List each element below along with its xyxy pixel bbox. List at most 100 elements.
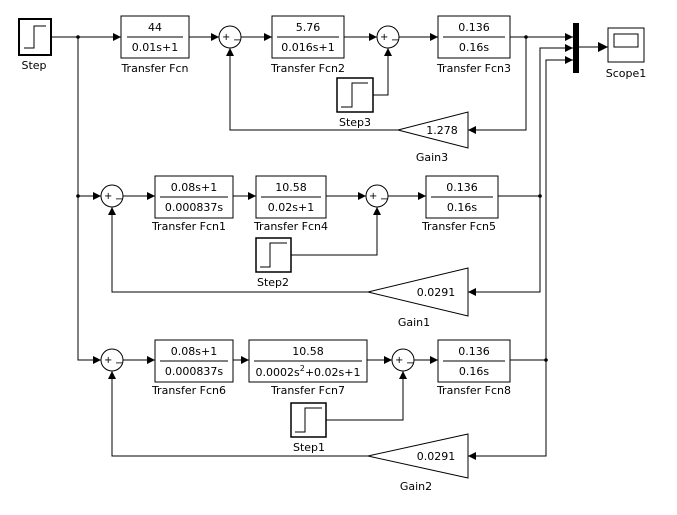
plus-sign: + (395, 355, 403, 366)
step3-label: Step3 (339, 116, 371, 129)
transfer-fcn2-numerator: 5.76 (296, 21, 321, 34)
signal-line (468, 196, 541, 296)
sum-block-2[interactable]: + − (376, 25, 400, 49)
transfer-fcn-label: Transfer Fcn (120, 62, 188, 75)
step1-box[interactable] (290, 402, 327, 438)
gain2-block[interactable]: 0.0291 (367, 433, 469, 479)
gain1-label: Gain1 (398, 316, 430, 329)
transfer-fcn7-block[interactable]: 10.58 0.0002s2+0.02s+1 (248, 339, 368, 383)
step-label: Step (21, 59, 46, 72)
signal-line (226, 48, 398, 131)
step1-block[interactable] (290, 402, 327, 438)
step-icon (260, 242, 287, 268)
junction-dot (524, 35, 528, 39)
step-icon (295, 407, 322, 433)
transfer-fcn2-block[interactable]: 5.76 0.016s+1 (271, 15, 345, 59)
gain2-label: Gain2 (400, 480, 432, 493)
scope1-block[interactable] (607, 27, 645, 63)
step-icon (24, 25, 46, 49)
plus-sign: + (222, 32, 230, 43)
signal-line (326, 371, 407, 421)
plus-sign: + (380, 32, 388, 43)
transfer-fcn2-denominator: 0.016s+1 (281, 41, 334, 54)
minus-sign: − (406, 358, 414, 369)
minus-sign: − (115, 358, 123, 369)
step3-block[interactable] (336, 77, 374, 113)
step-icon (341, 82, 368, 108)
minus-sign: − (115, 194, 123, 205)
signal-line (108, 371, 368, 457)
gain1-block[interactable]: 0.0291 (367, 267, 469, 317)
plus-sign: + (104, 355, 112, 366)
minus-sign: − (233, 35, 241, 46)
transfer-fcn5-label: Transfer Fcn5 (421, 220, 496, 233)
plus-sign: + (104, 191, 112, 202)
transfer-fcn8-label: Transfer Fcn8 (436, 384, 511, 397)
sum-block-5[interactable]: + − (100, 348, 124, 372)
signal-line (545, 56, 573, 360)
transfer-fcn1-label: Transfer Fcn1 (151, 220, 226, 233)
sum-block-6[interactable]: + − (391, 348, 415, 372)
transfer-fcn4-label: Transfer Fcn4 (253, 220, 328, 233)
gain3-block[interactable]: 1.278 (397, 111, 469, 149)
transfer-fcn1-block[interactable]: 0.08s+1 0.000837s (154, 175, 234, 219)
transfer-fcn7-numerator: 10.58 (292, 345, 324, 358)
scope1-label: Scope1 (606, 67, 647, 80)
sum-block-4[interactable]: + − (365, 184, 389, 208)
signal-line (291, 207, 381, 256)
gain2-value: 0.0291 (417, 450, 456, 463)
signal-line (539, 44, 573, 196)
step-block[interactable] (18, 18, 52, 56)
transfer-fcn6-denominator: 0.000837s (165, 365, 223, 378)
transfer-fcn3-denominator: 0.16s (459, 41, 489, 54)
sum-block-1[interactable]: + − (218, 25, 242, 49)
scope-screen-icon (613, 33, 639, 48)
step2-block[interactable] (255, 237, 292, 273)
transfer-fcn-denominator: 0.01s+1 (132, 41, 178, 54)
signal-line (468, 360, 547, 460)
transfer-fcn7-label: Transfer Fcn7 (270, 384, 345, 397)
gain1-value: 0.0291 (417, 286, 456, 299)
transfer-fcn5-block[interactable]: 0.136 0.16s (425, 175, 499, 219)
step-box[interactable] (18, 18, 52, 56)
signal-arrow (598, 42, 608, 52)
transfer-fcn8-numerator: 0.136 (458, 345, 490, 358)
signal-line (373, 48, 392, 96)
transfer-fcn5-denominator: 0.16s (447, 201, 477, 214)
transfer-fcn6-block[interactable]: 0.08s+1 0.000837s (154, 339, 234, 383)
transfer-fcn3-label: Transfer Fcn3 (436, 62, 511, 75)
transfer-fcn5-numerator: 0.136 (446, 181, 478, 194)
step1-label: Step1 (293, 441, 325, 454)
minus-sign: − (380, 194, 388, 205)
sum-block-3[interactable]: + − (100, 184, 124, 208)
step2-label: Step2 (257, 276, 289, 289)
transfer-fcn-numerator: 44 (148, 21, 162, 34)
plus-sign: + (369, 191, 377, 202)
signal-line (108, 207, 368, 293)
transfer-fcn2-label: Transfer Fcn2 (270, 62, 345, 75)
transfer-fcn4-block[interactable]: 10.58 0.02s+1 (255, 175, 327, 219)
mux-block[interactable] (573, 23, 579, 73)
junction-dot (538, 194, 542, 198)
transfer-fcn7-denominator: 0.0002s2+0.02s+1 (256, 364, 361, 379)
minus-sign: − (391, 35, 399, 46)
junction-dot (544, 358, 548, 362)
transfer-fcn3-numerator: 0.136 (458, 21, 490, 34)
transfer-fcn4-denominator: 0.02s+1 (268, 201, 314, 214)
transfer-fcn-block[interactable]: 44 0.01s+1 (120, 15, 190, 59)
transfer-fcn8-block[interactable]: 0.136 0.16s (437, 339, 511, 383)
signal-lines (51, 33, 608, 460)
gain3-label: Gain3 (416, 151, 448, 164)
step3-box[interactable] (336, 77, 374, 113)
junction-dot (76, 194, 80, 198)
transfer-fcn4-numerator: 10.58 (275, 181, 307, 194)
transfer-fcn1-numerator: 0.08s+1 (171, 181, 217, 194)
transfer-fcn6-label: Transfer Fcn6 (151, 384, 226, 397)
transfer-fcn6-numerator: 0.08s+1 (171, 345, 217, 358)
signal-line (468, 37, 527, 134)
transfer-fcn1-denominator: 0.000837s (165, 201, 223, 214)
transfer-fcn3-block[interactable]: 0.136 0.16s (437, 15, 511, 59)
transfer-fcn8-denominator: 0.16s (459, 365, 489, 378)
gain3-value: 1.278 (426, 124, 458, 137)
